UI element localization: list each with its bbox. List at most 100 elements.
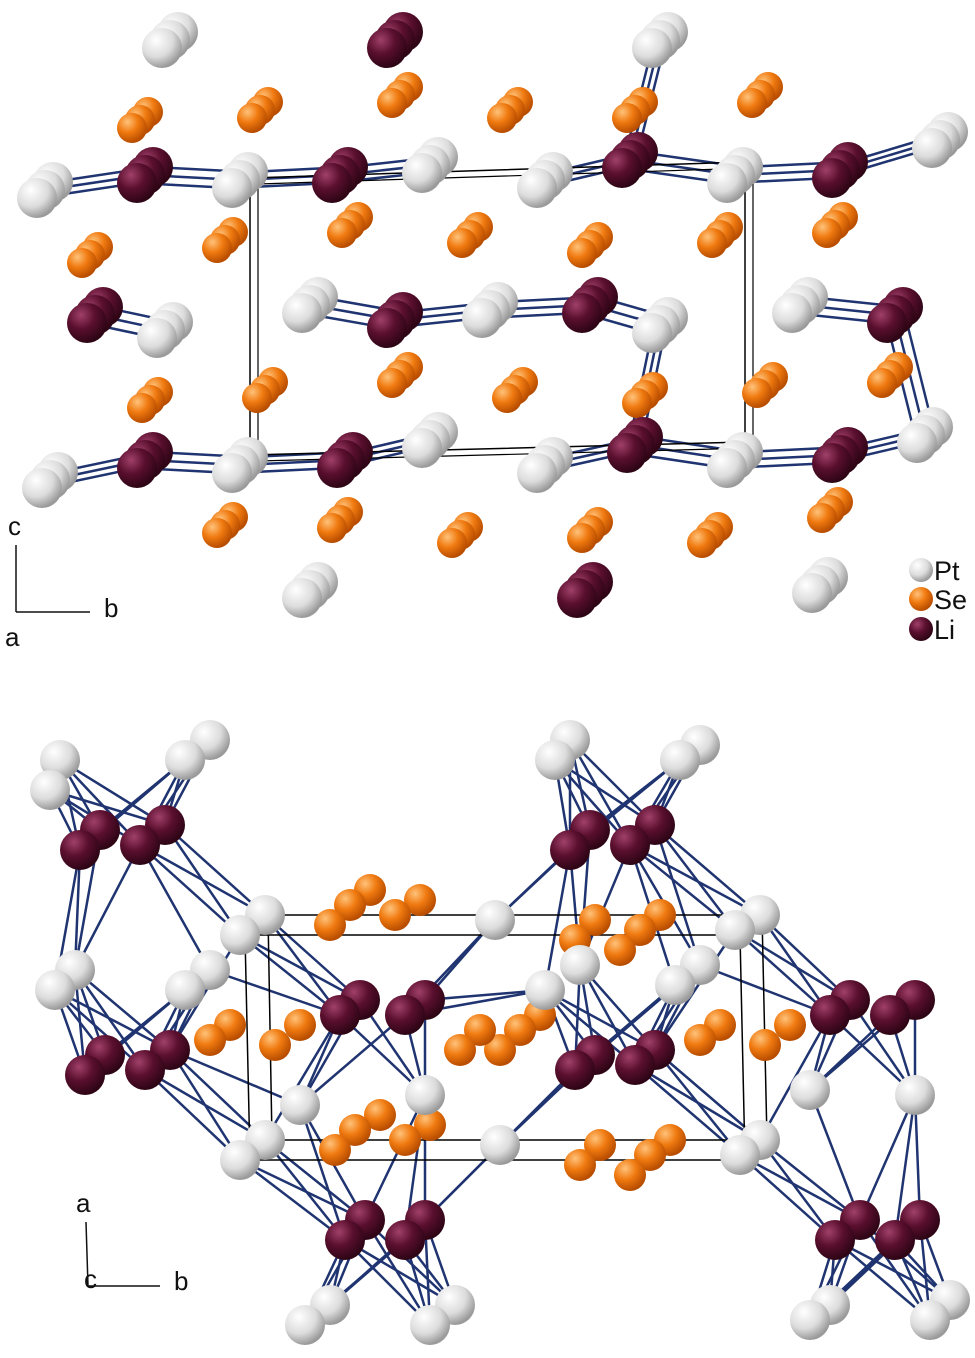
pt-atom [655, 965, 695, 1005]
se-atom [487, 103, 517, 133]
se-atom [504, 1014, 536, 1046]
pt-atom [632, 313, 672, 353]
legend-pt-label: Pt [934, 556, 960, 586]
pt-li-bond [808, 1089, 862, 1221]
se-atom [634, 1139, 666, 1171]
legend-li-label: Li [934, 615, 955, 645]
se-atom [749, 1029, 781, 1061]
pt-li-bond [544, 988, 656, 1052]
pt-atom [720, 1135, 760, 1175]
se-atom [492, 383, 522, 413]
axis-a-line [85, 1221, 89, 1287]
pt-li-bond [239, 933, 361, 1002]
pt-li-bond [298, 1104, 347, 1241]
li-atom [367, 28, 407, 68]
se-atom [317, 513, 347, 543]
pt-atom [165, 970, 205, 1010]
se-atom [687, 528, 717, 558]
li-atom [65, 1055, 105, 1095]
axis-label-c: c [8, 511, 21, 541]
se-atom [414, 1109, 446, 1141]
pt-atom [912, 128, 952, 168]
se-atom [697, 228, 727, 258]
pt-atom [212, 453, 252, 493]
pt-li-bond [759, 914, 851, 1001]
pt-li-bond [654, 824, 736, 931]
pt-atom [560, 945, 600, 985]
pt-atom [220, 1140, 260, 1180]
pt-atom [480, 1125, 520, 1165]
pt-atom [660, 740, 700, 780]
pt-atom [282, 578, 322, 618]
pt-atom [142, 28, 182, 68]
pt-atom [535, 740, 575, 780]
se-atom [614, 1159, 646, 1191]
se-atom [327, 218, 357, 248]
se-atom [567, 523, 597, 553]
li-atom [317, 448, 357, 488]
li-atom [555, 1050, 595, 1090]
pt-atom [280, 1085, 320, 1125]
pt-li-bond [209, 968, 341, 1017]
li-atom [117, 163, 157, 203]
pt-atom [632, 28, 672, 68]
pt-li-bond [54, 989, 146, 1071]
pt-atom [410, 1305, 450, 1345]
li-atom [312, 163, 352, 203]
pt-li-bond [168, 1049, 242, 1161]
pt-atom [772, 293, 812, 333]
pt-li-bond [264, 914, 361, 1001]
pt-li-bond [364, 1219, 456, 1306]
se-atom [437, 528, 467, 558]
se-atom [364, 1099, 396, 1131]
pt-atom [475, 900, 515, 940]
pt-atom [517, 168, 557, 208]
legend-li-swatch [909, 617, 933, 641]
pt-li-bond [264, 1139, 366, 1221]
pt-li-bond [169, 1048, 301, 1107]
pt-li-bond [758, 914, 832, 1016]
legend-se-swatch [909, 587, 933, 611]
bottom-axis-indicator: a b c [76, 1188, 188, 1296]
se-atom [742, 378, 772, 408]
pt-li-bond [139, 844, 241, 936]
se-atom [319, 1134, 351, 1166]
li-atom [812, 443, 852, 483]
pt-li-bond [49, 788, 166, 827]
li-atom [120, 825, 160, 865]
li-atom [117, 448, 157, 488]
pt-atom [35, 970, 75, 1010]
pt-li-bond [654, 1049, 761, 1141]
axis-label-b-bottom: b [174, 1266, 188, 1296]
se-atom [807, 503, 837, 533]
li-atom [557, 578, 597, 618]
pt-li-bond [73, 849, 82, 971]
pt-atom [220, 915, 260, 955]
pt-atom [525, 970, 565, 1010]
pt-li-bond [654, 1049, 741, 1156]
se-atom [334, 889, 366, 921]
se-atom [377, 368, 407, 398]
se-atom [564, 1149, 596, 1181]
pt-li-bond [424, 988, 546, 1002]
pt-li-bond [264, 914, 341, 1016]
li-atom [562, 293, 602, 333]
pt-li-bond [699, 963, 831, 1017]
pt-li-bond [163, 824, 242, 936]
pt-li-bond [299, 1014, 406, 1106]
pt-li-bond [653, 929, 737, 1051]
pt-li-bond [73, 844, 142, 971]
se-atom [447, 228, 477, 258]
pt-li-bond [734, 929, 831, 1016]
pt-atom [402, 153, 442, 193]
se-atom [684, 1024, 716, 1056]
pt-atom [897, 423, 937, 463]
pt-atom [212, 168, 252, 208]
pt-atom [707, 163, 747, 203]
se-atom [622, 388, 652, 418]
pt-li-bond [543, 849, 572, 991]
pt-li-bond [239, 934, 341, 1016]
se-atom [389, 1124, 421, 1156]
